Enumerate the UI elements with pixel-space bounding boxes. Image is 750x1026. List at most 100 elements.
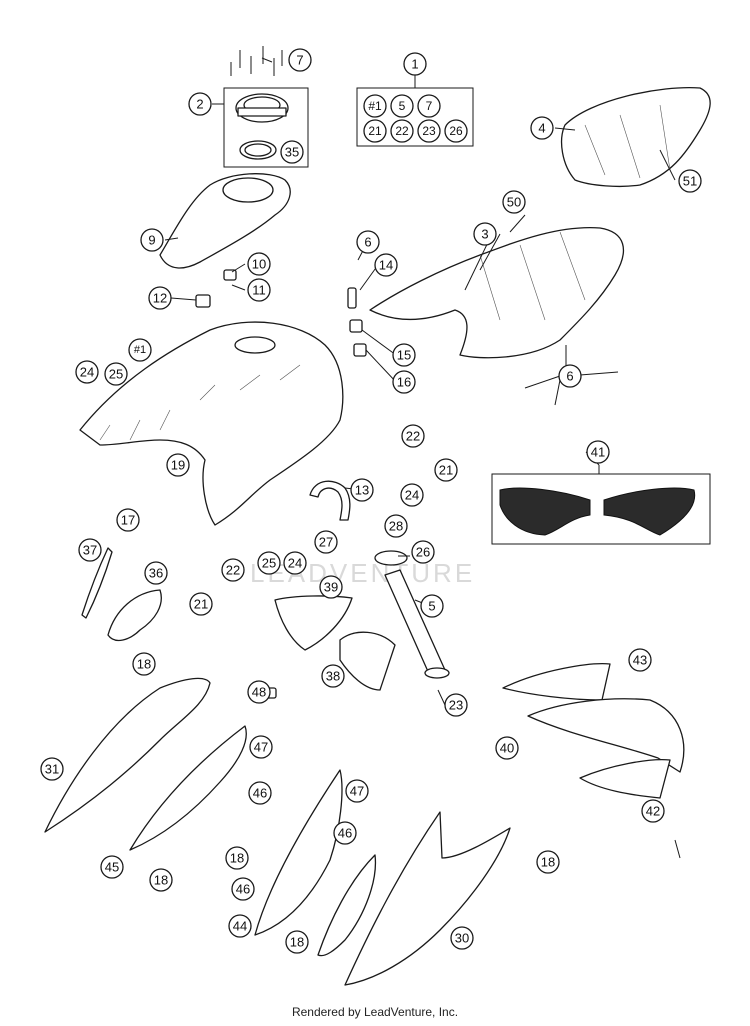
svg-text:47: 47 [254,740,268,755]
callout-24[interactable]: 24 [75,360,99,384]
callout-23[interactable]: 23 [444,693,468,717]
callout-40[interactable]: 40 [495,736,519,760]
callout-46[interactable]: 46 [231,877,255,901]
callout-18[interactable]: 18 [536,850,560,874]
callout-24[interactable]: 24 [400,483,424,507]
callout-3[interactable]: 3 [473,222,497,246]
decal-left-part[interactable] [499,487,591,536]
spacer-10-part[interactable] [223,269,237,281]
kit-box-item[interactable]: 21 [363,119,387,143]
callout-18[interactable]: 18 [285,930,309,954]
callout-36[interactable]: 36 [144,561,168,585]
callout-6[interactable]: 6 [356,230,380,254]
decal-right-part[interactable] [603,487,696,536]
tank-decal-43-part[interactable] [502,663,611,701]
callout-22[interactable]: 22 [221,558,245,582]
side-panel-44b-part[interactable] [317,854,377,957]
fuel-tank-part[interactable] [79,321,344,526]
callout-4[interactable]: 4 [530,116,554,140]
passenger-seat-part[interactable] [561,86,711,188]
callout-19[interactable]: 19 [166,453,190,477]
callout-35[interactable]: 35 [280,140,304,164]
kit-box-item[interactable]: 22 [390,119,414,143]
callout-15[interactable]: 15 [392,343,416,367]
callout-5[interactable]: 5 [420,594,444,618]
callout-28[interactable]: 28 [384,514,408,538]
bracket-37-part[interactable] [81,547,113,619]
callout-7[interactable]: 7 [288,48,312,72]
callout-21[interactable]: 21 [189,592,213,616]
callout-47[interactable]: 47 [249,735,273,759]
kit-box-item[interactable]: #1 [363,94,387,118]
tail-cover-part[interactable] [344,811,511,986]
bolt-14-part[interactable] [347,287,357,309]
kit-box-item[interactable]: 7 [417,94,441,118]
callout-6[interactable]: 6 [558,364,582,388]
callout-50[interactable]: 50 [502,190,526,214]
callout-13[interactable]: 13 [350,478,374,502]
callout-37[interactable]: 37 [78,538,102,562]
side-panel-44-part[interactable] [254,769,343,936]
callout-30[interactable]: 30 [450,926,474,950]
callout-21[interactable]: 21 [434,458,458,482]
callout-24[interactable]: 24 [283,551,307,575]
gasket-ring-part[interactable] [239,140,277,160]
callout-46[interactable]: 46 [333,821,357,845]
callout-10[interactable]: 10 [247,252,271,276]
svg-text:16: 16 [397,375,411,390]
spacer-12-part[interactable] [195,294,211,308]
callout-hash1[interactable]: #1 [128,338,152,362]
svg-text:25: 25 [109,367,123,382]
callout-16[interactable]: 16 [392,370,416,394]
svg-text:18: 18 [541,855,555,870]
callout-43[interactable]: 43 [628,648,652,672]
svg-text:28: 28 [389,519,403,534]
callout-27[interactable]: 27 [314,530,338,554]
bracket-38-part[interactable] [339,631,396,691]
tank-decal-40-part[interactable] [527,698,685,773]
bushing-16-part[interactable] [353,343,367,357]
bracket-39-part[interactable] [274,595,353,651]
callout-45[interactable]: 45 [100,855,124,879]
bushing-15-part[interactable] [349,319,363,333]
side-panel-31-part[interactable] [44,677,211,833]
fuel-hose-part[interactable] [309,480,351,521]
callout-39[interactable]: 39 [319,575,343,599]
callout-14[interactable]: 14 [374,253,398,277]
callout-12[interactable]: 12 [148,286,172,310]
callout-9[interactable]: 9 [140,228,164,252]
callout-51[interactable]: 51 [678,169,702,193]
callout-31[interactable]: 31 [40,757,64,781]
callouts: 1 2 3 4 5 6 6 7 9 10 11 12 13 14 15 16 1… [40,48,702,954]
callout-26[interactable]: 26 [411,540,435,564]
fuel-cap-part[interactable] [235,93,289,123]
callout-18[interactable]: 18 [132,652,156,676]
callout-11[interactable]: 11 [247,278,271,302]
svg-text:17: 17 [121,513,135,528]
kit-box-item[interactable]: 23 [417,119,441,143]
callout-22[interactable]: 22 [401,424,425,448]
svg-text:#1: #1 [134,344,146,356]
tank-decal-42-part[interactable] [579,759,671,799]
callout-46[interactable]: 46 [248,781,272,805]
callout-47[interactable]: 47 [345,779,369,803]
bolt-set-part[interactable] [230,46,283,76]
callout-44[interactable]: 44 [228,914,252,938]
rider-seat-part[interactable] [369,226,624,359]
callout-25[interactable]: 25 [257,551,281,575]
callout-25[interactable]: 25 [104,362,128,386]
callout-42[interactable]: 42 [641,799,665,823]
svg-text:15: 15 [397,348,411,363]
bracket-36-part[interactable] [107,589,162,642]
callout-38[interactable]: 38 [321,664,345,688]
kit-box-item[interactable]: 26 [444,119,468,143]
callout-1[interactable]: 1 [403,52,427,76]
callout-18[interactable]: 18 [225,846,249,870]
callout-2[interactable]: 2 [188,92,212,116]
callout-18[interactable]: 18 [149,868,173,892]
kit-box-item[interactable]: 5 [390,94,414,118]
side-panel-45-part[interactable] [129,725,247,851]
callout-41[interactable]: 41 [586,440,610,464]
callout-48[interactable]: 48 [247,680,271,704]
callout-17[interactable]: 17 [116,508,140,532]
